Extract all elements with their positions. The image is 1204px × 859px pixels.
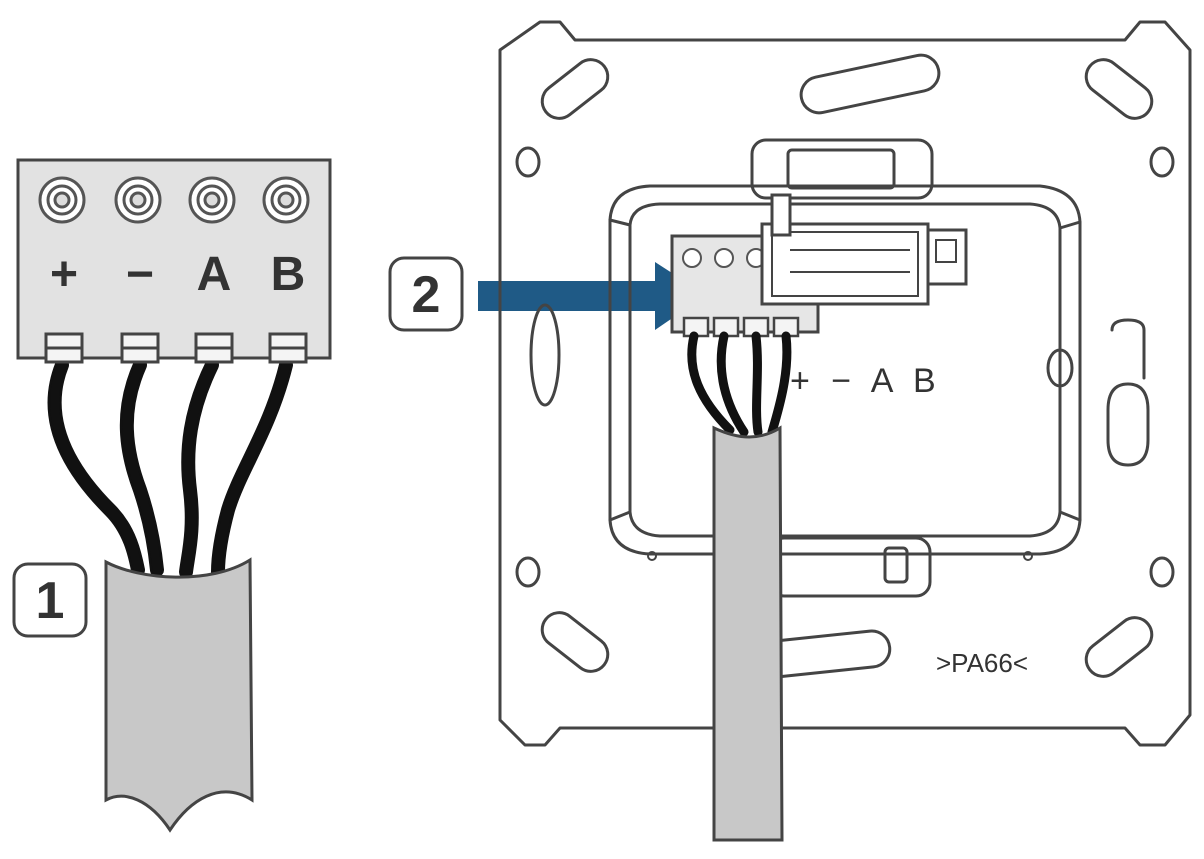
plate-wire-b (767, 331, 792, 437)
plate-wire-plus (687, 331, 735, 435)
terminal-label-a: A (197, 248, 232, 301)
step2-badge (388, 256, 464, 332)
plate-terminal-labels: + − A B (790, 362, 942, 400)
mounting-plate: + − A B >PA66< (498, 20, 1192, 747)
top-clip (750, 138, 934, 200)
step2-cable-sheath (712, 425, 784, 842)
plate-wire-a (751, 331, 763, 437)
mounting-holes (515, 146, 1175, 588)
terminal-label-minus: − (126, 248, 154, 301)
terminal-label-b: B (271, 248, 306, 301)
arrow-right-icon (478, 262, 706, 330)
plate-outline (498, 20, 1192, 747)
step1-badge (12, 562, 88, 638)
step1-wires (47, 358, 293, 579)
step2-number: 2 (412, 266, 441, 324)
terminal-screws (38, 176, 310, 224)
bottom-clip (768, 536, 932, 598)
step2-indicator: 2 (388, 256, 706, 332)
terminal-label-plus: + (50, 248, 78, 301)
step1-assembly: + − A B 1 (12, 158, 332, 833)
step2-cable-assembly (687, 331, 792, 842)
wire-clamps (44, 332, 308, 364)
step1-number: 1 (36, 572, 65, 630)
step1-cable-sheath (104, 557, 254, 833)
plate-wire-minus (716, 331, 749, 437)
material-marking: >PA66< (936, 648, 1028, 678)
plate-connector (670, 193, 968, 338)
